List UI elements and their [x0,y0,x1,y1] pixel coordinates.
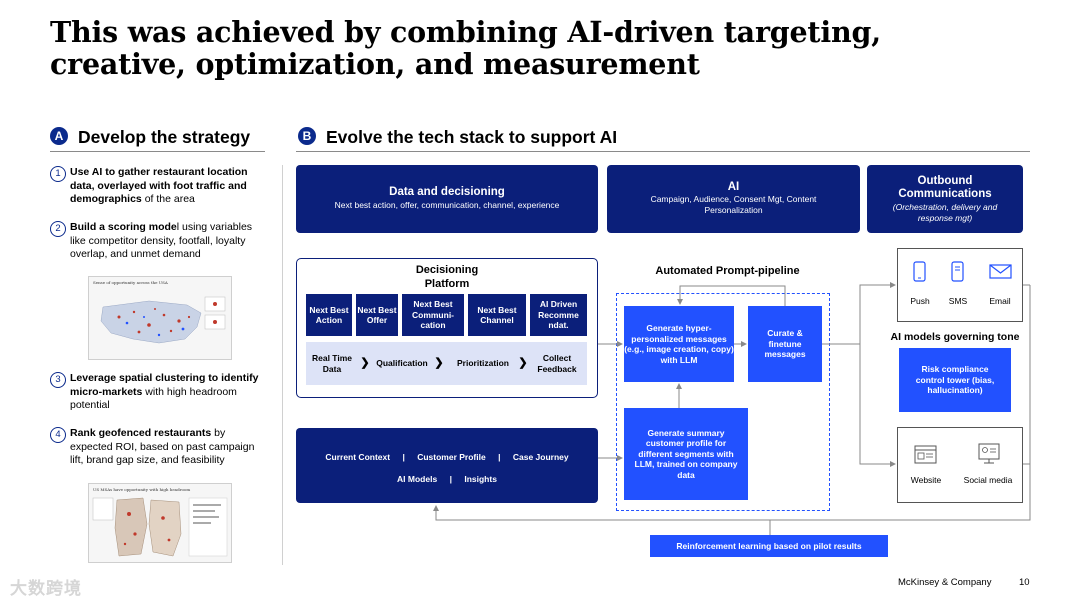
context-row-2: AI Models | Insights [296,474,598,484]
channels-top-box [897,248,1023,322]
section-b-title: Evolve the tech stack to support AI [326,127,618,147]
curate-messages-box: Curate & finetune messages [748,306,822,382]
context-customer-profile: Customer Profile [417,452,486,462]
social-media-icon [978,443,1000,464]
curate-messages-text: Curate & finetune messages [764,328,806,360]
section-a-divider [50,151,265,152]
decisioning-platform-panel [296,258,598,398]
customer-context-box [296,428,598,503]
step-3-text: Leverage spatial clustering to identify … [70,372,259,411]
watermark-logo: 大数跨境 [10,579,82,598]
next-best-communication-box: Next Best Communi-cation [402,294,464,336]
risk-compliance-text: Risk compliance control tower (bias, hal… [915,364,995,396]
us-map-graphic [100,296,226,344]
header-subtitle: Campaign, Audience, Consent Mgt, Content… [650,194,817,215]
step-number: 1 [50,166,66,182]
us-map-thumbnail: Sense of opportunity across the USA [88,276,232,360]
thumbnail-caption: US MSAs have opportunity with high headr… [93,487,191,492]
step-1-text: Use AI to gather restaurant location dat… [70,166,248,205]
push-phone-icon [913,261,926,282]
ai-header: AI Campaign, Audience, Consent Mgt, Cont… [607,165,860,233]
flow-chevron-icon: ❯ [518,357,528,370]
step-number: 3 [50,372,66,388]
next-best-offer-box: Next Best Offer [356,294,398,336]
decisioning-flow-bar [306,342,587,385]
channel-email: Email [989,296,1011,306]
reinforcement-learning-bar: Reinforcement learning based on pilot re… [650,535,888,557]
context-case-journey: Case Journey [512,452,569,462]
channel-sms: SMS [948,296,968,306]
context-ai-models: AI Models [397,474,438,484]
page-title: This was achieved by combining AI-driven… [50,15,881,81]
step-4-text: Rank geofenced restaurants by expected R… [70,427,255,466]
context-insights: Insights [464,474,497,484]
generate-summary-text: Generate summary customer profile for di… [634,427,738,480]
channels-bottom-box [897,427,1023,503]
flow-chevron-icon: ❯ [360,357,370,370]
separator: | [498,452,501,462]
flow-prioritization: Prioritization [457,358,509,369]
website-icon [914,445,937,464]
sms-phone-icon [951,261,964,282]
email-envelope-icon [989,264,1012,279]
next-best-channel-box: Next Best Channel [468,294,526,336]
channel-website: Website [910,475,942,485]
next-best-action-box: Next Best Action [306,294,352,336]
pipeline-dashed-border [616,293,830,511]
separator: | [402,452,405,462]
flow-chevron-icon: ❯ [434,357,444,370]
channel-push: Push [910,296,930,306]
header-subtitle: Next best action, offer, communication, … [334,200,560,210]
flow-qualification: Qualification [376,358,428,369]
channel-social-media: Social media [963,475,1013,485]
thumbnail-caption: Sense of opportunity across the USA [93,280,168,285]
data-decisioning-header: Data and decisioning Next best action, o… [296,165,598,233]
flow-collect-feedback: Collect Feedback [537,353,577,374]
ai-driven-recommendation-box: AI Driven Recomme ndat. [530,294,587,336]
step-number: 2 [50,221,66,237]
header-title: Outbound Communications [898,175,992,200]
ai-tone-models-title: AI models governing tone [890,331,1020,343]
separator: | [449,474,452,484]
section-b-badge: B [298,127,316,145]
context-current-context: Current Context [325,452,391,462]
column-separator [282,165,283,565]
section-a-title: Develop the strategy [78,127,251,147]
generate-summary-box: Generate summary customer profile for di… [624,408,748,500]
footer-page-number: 10 [1019,577,1030,588]
pipeline-title: Automated Prompt-pipeline [655,265,800,277]
footer-company: McKinsey & Company [898,577,992,588]
header-title: AI [727,181,740,193]
generate-messages-text: Generate hyper-personalized messages (e.… [624,323,734,365]
step-2-text: Build a scoring model using variables li… [70,221,253,260]
header-title: Data and decisioning [389,186,505,198]
risk-compliance-box: Risk compliance control tower (bias, hal… [899,348,1011,412]
section-b-divider [296,151,1030,152]
msa-map-thumbnail: US MSAs have opportunity with high headr… [88,483,232,563]
msa-map-graphic [92,497,228,557]
outbound-communications-header: Outbound Communications (Orchestration, … [867,165,1023,233]
section-a-badge: A [50,127,68,145]
context-row-1: Current Context | Customer Profile | Cas… [296,452,598,462]
decisioning-platform-title: Decisioning Platform [415,264,479,290]
flow-real-time-data: Real Time Data [311,353,352,374]
generate-messages-box: Generate hyper-personalized messages (e.… [624,306,734,382]
header-subtitle: (Orchestration, delivery and response mg… [892,202,998,223]
step-number: 4 [50,427,66,443]
